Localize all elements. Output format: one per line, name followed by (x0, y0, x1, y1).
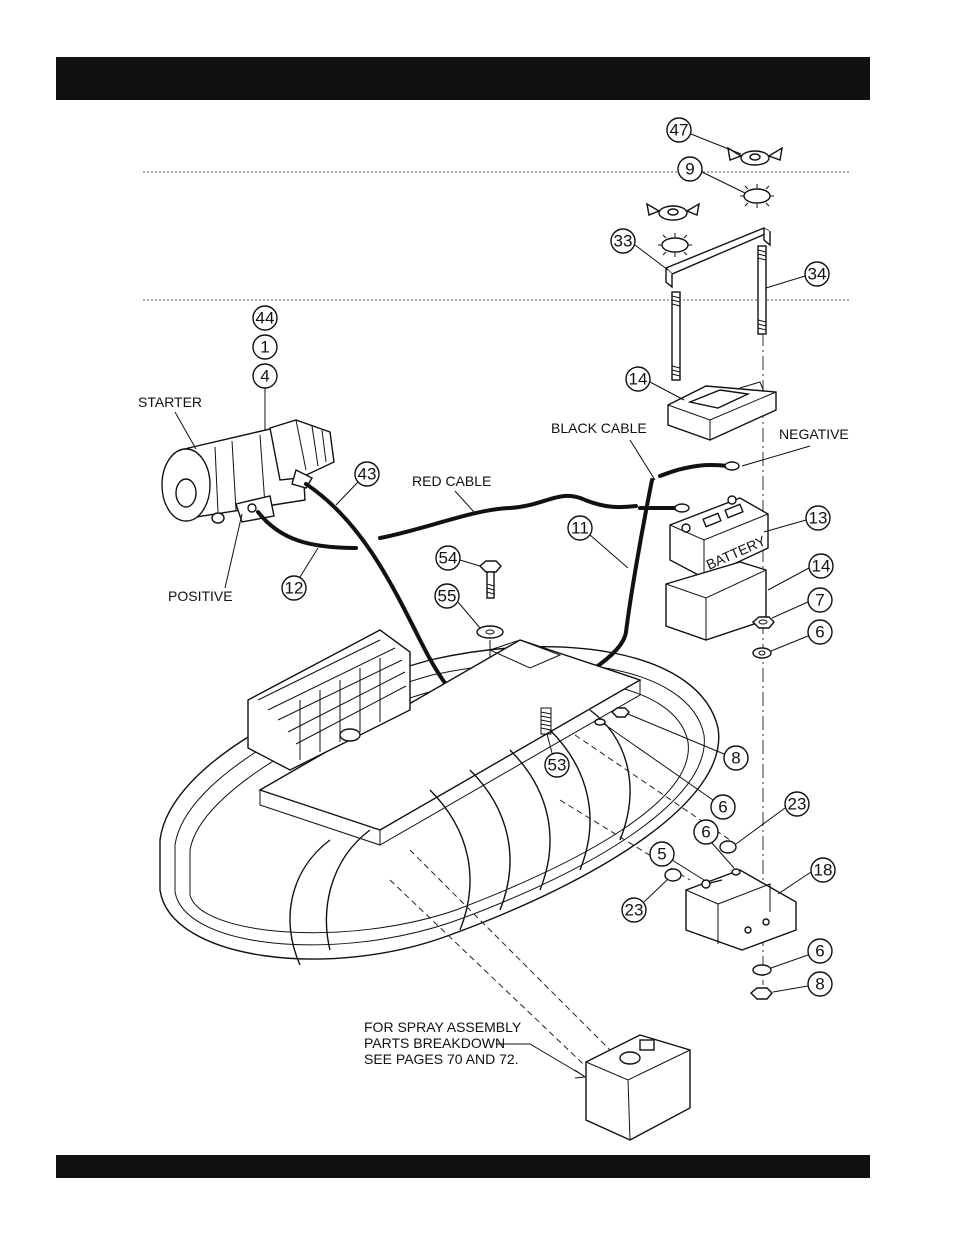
leader-starter (175, 412, 196, 449)
washer-6-bracket (732, 869, 740, 875)
svg-text:8: 8 (731, 749, 740, 768)
label-negative: NEGATIVE (779, 426, 849, 442)
svg-text:6: 6 (701, 823, 710, 842)
leader-negative (742, 446, 810, 466)
battery-cover-14 (668, 382, 776, 440)
washer-23-right (720, 841, 736, 853)
callout-23-left: 23 (622, 880, 667, 922)
red-cable (380, 496, 636, 538)
svg-text:11: 11 (571, 519, 589, 538)
callout-23-right: 23 (736, 792, 809, 844)
label-red-cable: RED CABLE (412, 473, 491, 489)
nut-8-lower (751, 988, 772, 999)
washer-6-upper (753, 648, 771, 658)
mount-line-2 (560, 800, 690, 880)
callout-1: 1 (253, 335, 277, 359)
svg-text:23: 23 (625, 901, 644, 920)
callout-55: 55 (435, 584, 480, 628)
wing-nut-left (647, 204, 699, 220)
svg-text:23: 23 (788, 795, 807, 814)
callout-7: 7 (772, 588, 832, 618)
svg-text:14: 14 (812, 557, 831, 576)
svg-text:33: 33 (614, 232, 633, 251)
svg-text:13: 13 (809, 509, 828, 528)
callout-13: 13 (764, 506, 830, 532)
washer-6-frame (595, 719, 605, 725)
svg-text:12: 12 (285, 579, 304, 598)
svg-text:53: 53 (548, 756, 567, 775)
washer-55 (477, 626, 503, 638)
label-starter: STARTER (138, 394, 202, 410)
callout-6-upper: 6 (771, 620, 832, 651)
label-black-cable: BLACK CABLE (551, 420, 647, 436)
svg-text:9: 9 (685, 160, 694, 179)
label-spray-line1: FOR SPRAY ASSEMBLY (364, 1019, 522, 1035)
positive-terminal-ring (675, 504, 689, 512)
callout-14-box: 14 (768, 554, 833, 590)
svg-text:43: 43 (358, 465, 377, 484)
svg-text:4: 4 (260, 367, 269, 386)
callout-18: 18 (778, 858, 835, 894)
lock-washer-left (658, 233, 692, 257)
nut-8-frame (612, 708, 629, 717)
hold-down-bracket-33 (666, 228, 770, 287)
svg-text:6: 6 (718, 798, 727, 817)
callout-44: 44 (253, 306, 277, 330)
svg-text:55: 55 (438, 587, 457, 606)
lock-washer-9 (740, 184, 774, 208)
bolt-54 (480, 561, 501, 598)
wing-nut-47 (728, 148, 782, 165)
svg-text:34: 34 (808, 265, 827, 284)
callout-12: 12 (282, 548, 318, 600)
label-spray-line3: SEE PAGES 70 AND 72. (364, 1051, 519, 1067)
svg-text:8: 8 (815, 975, 824, 994)
svg-text:5: 5 (657, 845, 666, 864)
svg-text:1: 1 (260, 338, 269, 357)
leader-red-cable (455, 491, 474, 512)
callout-6-lower: 6 (771, 939, 832, 968)
label-spray-line2: PARTS BREAKDOWN (364, 1035, 505, 1051)
svg-text:6: 6 (815, 942, 824, 961)
svg-text:14: 14 (629, 370, 648, 389)
washer-6-lower (753, 965, 771, 975)
callout-4: 4 (253, 364, 277, 430)
callout-11: 11 (568, 516, 628, 568)
svg-text:6: 6 (815, 623, 824, 642)
callout-33: 33 (611, 229, 668, 270)
cable-12 (258, 512, 356, 548)
leader-positive (225, 514, 242, 588)
callout-34: 34 (766, 262, 829, 288)
leader-black-cable (630, 440, 655, 480)
callout-8-lower: 8 (773, 972, 832, 996)
spray-assembly (586, 1035, 690, 1140)
callout-9: 9 (678, 157, 745, 193)
callout-54: 54 (436, 546, 480, 570)
callout-43: 43 (336, 462, 379, 505)
washer-23-left (665, 869, 681, 881)
negative-cable (660, 465, 728, 476)
nut-7 (753, 617, 774, 628)
svg-text:18: 18 (814, 861, 833, 880)
battery-box-14 (666, 562, 766, 640)
callout-53: 53 (545, 734, 569, 777)
svg-text:44: 44 (256, 309, 275, 328)
svg-text:54: 54 (439, 549, 458, 568)
svg-text:7: 7 (815, 591, 824, 610)
svg-text:47: 47 (670, 121, 689, 140)
negative-terminal-ring (725, 462, 739, 470)
label-positive: POSITIVE (168, 588, 233, 604)
